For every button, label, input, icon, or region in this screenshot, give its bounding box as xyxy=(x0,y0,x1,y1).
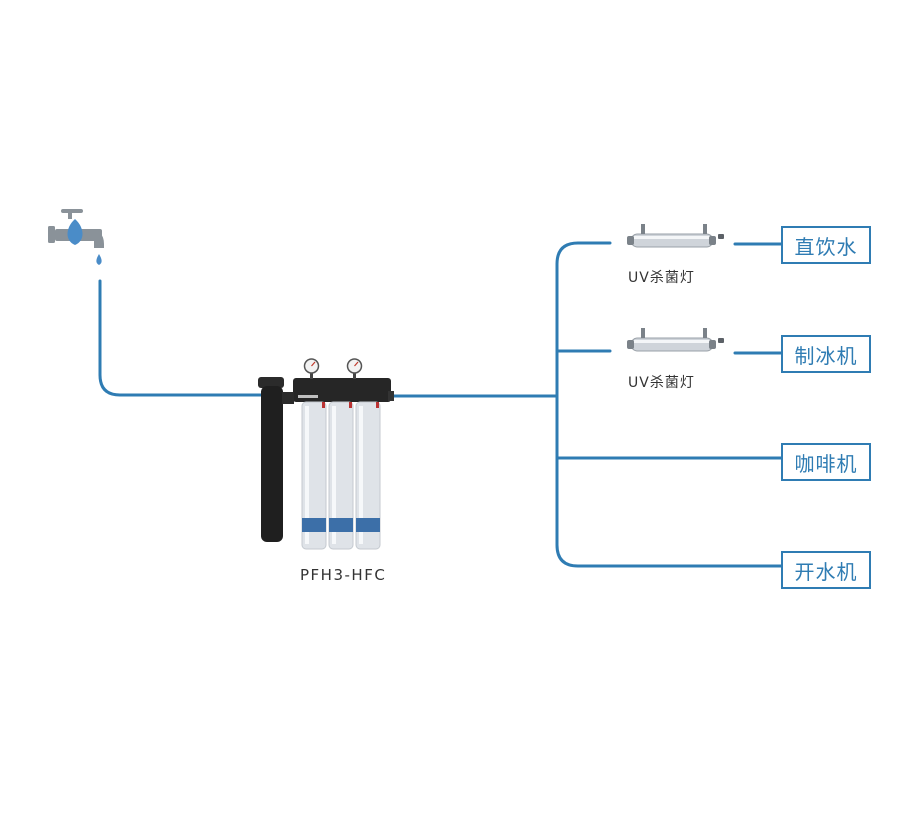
pressure-gauge-icon xyxy=(303,358,320,379)
uv-lamp-icon xyxy=(627,224,724,248)
filter-cartridge xyxy=(355,401,381,550)
uv-lamp-label: UV杀菌灯 xyxy=(628,375,695,391)
distribution-manifold xyxy=(555,241,612,568)
water-drop-icon xyxy=(96,254,102,265)
pressure-gauge-icon xyxy=(346,358,363,379)
destination-drinking-water[interactable]: 直饮水 xyxy=(781,226,871,264)
filter-cartridge xyxy=(301,401,327,550)
uv-lamp-label: UV杀菌灯 xyxy=(628,270,695,286)
filter-system-image xyxy=(258,358,394,550)
faucet-icon xyxy=(48,209,104,248)
destination-coffee-machine[interactable]: 咖啡机 xyxy=(781,443,871,481)
model-label: PFH3-HFC xyxy=(300,566,387,584)
uv-lamp-icon xyxy=(627,328,724,352)
inlet-pipe xyxy=(98,279,264,397)
filter-cartridge xyxy=(328,401,354,550)
destination-ice-machine[interactable]: 制冰机 xyxy=(781,335,871,373)
destination-boiling-water-machine[interactable]: 开水机 xyxy=(781,551,871,589)
